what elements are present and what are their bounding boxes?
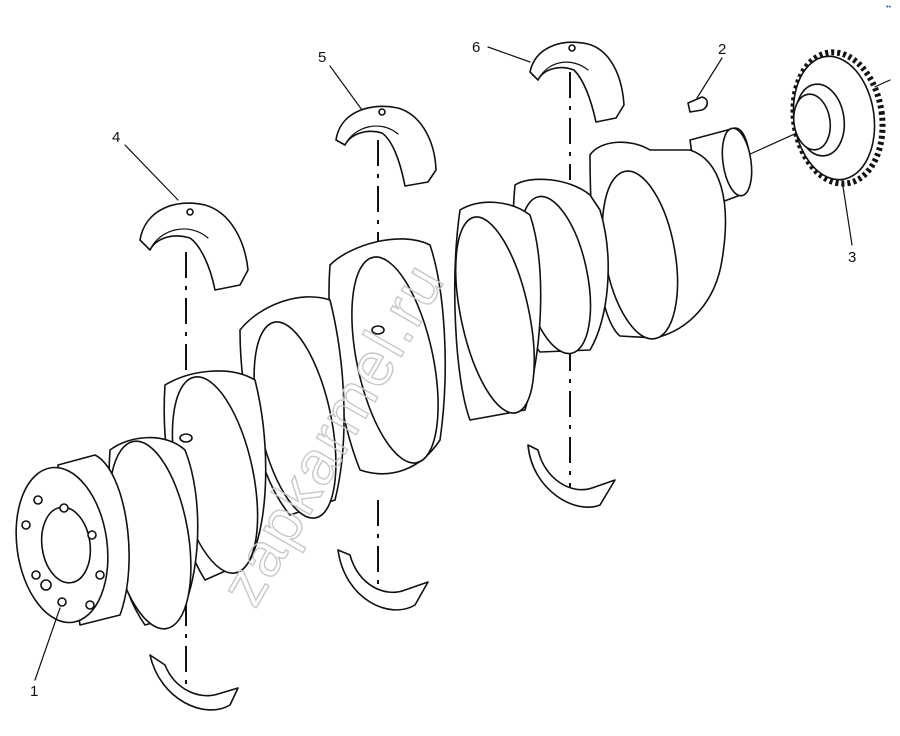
- callout-leader-1: [34, 607, 61, 681]
- callout-leader-3: [841, 179, 853, 246]
- upper-main-bearing-shell-4: [139, 202, 249, 291]
- callout-label-2: 2: [718, 41, 726, 58]
- oil-hole-front: [179, 433, 193, 443]
- callout-leader-6: [487, 46, 531, 63]
- callout-label-1: 1: [30, 683, 38, 700]
- crank-web-3-face: [454, 216, 536, 414]
- flange-bolt-holes: [21, 495, 105, 610]
- crankshaft: [15, 127, 753, 630]
- callout-leader-5: [329, 65, 363, 111]
- woodruff-key: [687, 96, 709, 113]
- callout-label-4: 4: [112, 129, 120, 146]
- lower-main-bearing-shell-3: [527, 444, 616, 508]
- callout-label-5: 5: [318, 49, 326, 66]
- callout-label-3: 3: [848, 249, 856, 266]
- lower-main-bearing-shell-2: [337, 549, 429, 611]
- upper-main-bearing-shell-6: [529, 41, 625, 123]
- callout-leader-2: [696, 57, 723, 99]
- corner-mark: ••: [886, 4, 891, 11]
- oil-hole-center: [371, 325, 385, 335]
- callout-label-6: 6: [472, 39, 480, 56]
- callout-leader-4: [124, 144, 179, 201]
- crankshaft-gear: [790, 49, 886, 187]
- crankshaft-rear-journal-end: [721, 127, 753, 197]
- upper-main-bearing-shell-5: [335, 105, 437, 187]
- crank-web-center-face: [351, 256, 439, 464]
- lower-main-bearing-shell-1: [149, 654, 239, 711]
